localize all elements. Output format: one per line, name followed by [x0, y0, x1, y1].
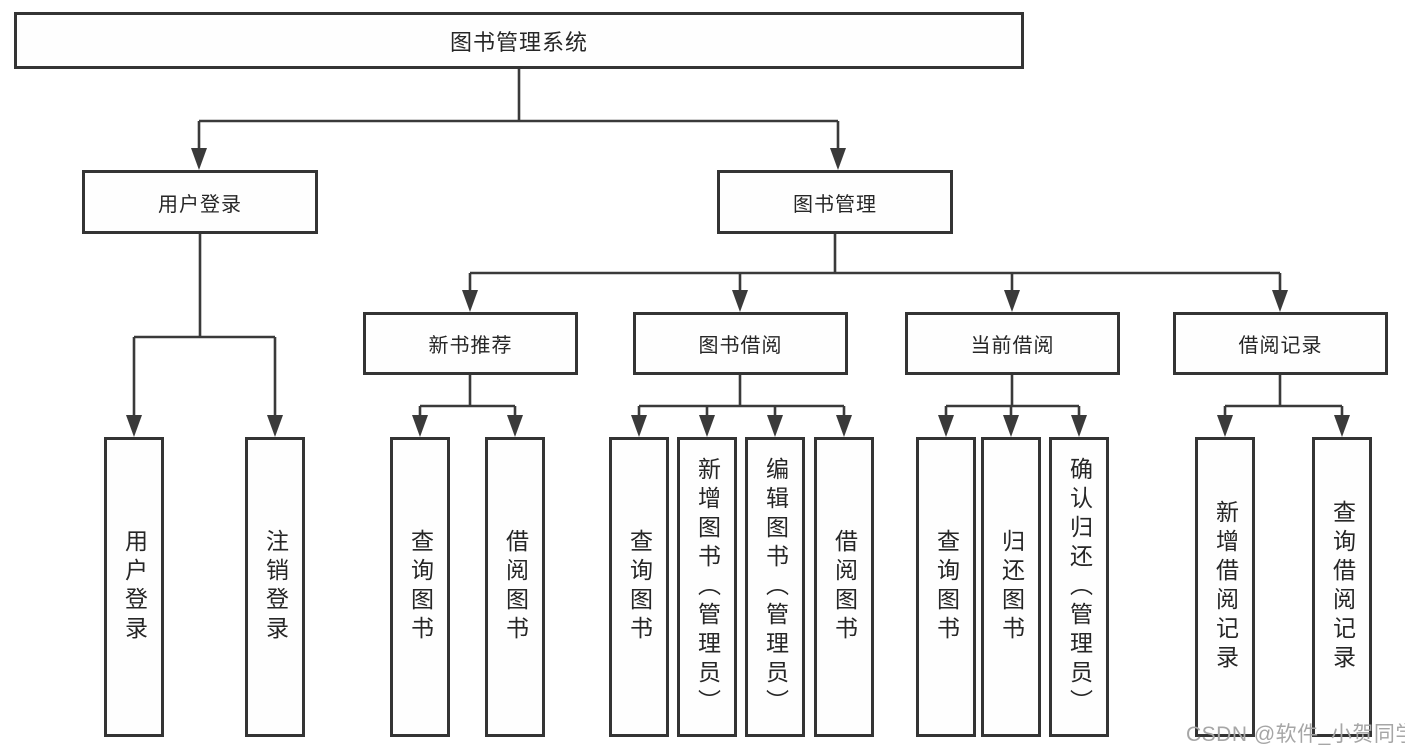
node-user-login: 用户登录 — [82, 170, 318, 234]
leaf-add-borrow-record-label: 新增借阅记录 — [1212, 500, 1239, 674]
arrowhead — [699, 415, 715, 437]
leaf-logout: 注销登录 — [245, 437, 305, 737]
arrowhead — [412, 415, 428, 437]
arrowhead — [767, 415, 783, 437]
arrowhead — [836, 415, 852, 437]
leaf-user-login: 用户登录 — [104, 437, 164, 737]
arrowhead — [1071, 415, 1087, 437]
connector-borrow-records — [1217, 375, 1350, 437]
leaf-query-books-current: 查询图书 — [916, 437, 976, 737]
node-current-borrow-label: 当前借阅 — [970, 335, 1055, 357]
node-book-borrow: 图书借阅 — [633, 312, 848, 375]
node-root-label: 图书管理系统 — [449, 29, 588, 55]
arrowhead — [1217, 415, 1233, 437]
arrowhead — [938, 415, 954, 437]
leaf-borrow-books-recommend: 借阅图书 — [485, 437, 545, 737]
node-current-borrow: 当前借阅 — [905, 312, 1120, 375]
leaf-query-books-borrow: 查询图书 — [609, 437, 669, 737]
node-user-login-label: 用户登录 — [158, 193, 242, 216]
csdn-watermark: CSDN @软件_小贺同学 — [1186, 723, 1405, 746]
node-borrow-records-label: 借阅记录 — [1238, 335, 1323, 357]
node-book-mgmt-label: 图书管理 — [793, 193, 877, 216]
leaf-query-books-recommend: 查询图书 — [390, 437, 450, 737]
leaf-add-books-admin: 新增图书（管理员） — [677, 437, 737, 737]
arrowhead — [732, 290, 748, 312]
leaf-add-borrow-record: 新增借阅记录 — [1195, 437, 1255, 737]
leaf-user-login-label: 用户登录 — [121, 529, 148, 645]
arrowhead — [631, 415, 647, 437]
leaf-return-books: 归还图书 — [981, 437, 1041, 737]
node-book-mgmt: 图书管理 — [717, 170, 953, 234]
connector-current-borrow — [938, 375, 1087, 437]
arrowhead — [1334, 415, 1350, 437]
arrowhead — [267, 415, 283, 437]
leaf-query-books-recommend-label: 查询图书 — [407, 529, 434, 645]
connector-book-borrow — [631, 375, 852, 437]
leaf-confirm-return-admin-label: 确认归还（管理员） — [1066, 456, 1093, 718]
arrowhead — [830, 148, 846, 170]
connector-user-login — [126, 234, 283, 437]
leaf-add-books-admin-label: 新增图书（管理员） — [694, 456, 721, 718]
arrowhead — [126, 415, 142, 437]
node-borrow-records: 借阅记录 — [1173, 312, 1388, 375]
leaf-confirm-return-admin: 确认归还（管理员） — [1049, 437, 1109, 737]
arrowhead — [1003, 415, 1019, 437]
leaf-edit-books-admin: 编辑图书（管理员） — [745, 437, 805, 737]
arrowhead — [1004, 290, 1020, 312]
leaf-borrow-books-label: 借阅图书 — [831, 529, 858, 645]
leaf-edit-books-admin-label: 编辑图书（管理员） — [762, 456, 789, 718]
node-root: 图书管理系统 — [14, 12, 1024, 69]
leaf-query-borrow-record: 查询借阅记录 — [1312, 437, 1372, 737]
leaf-borrow-books: 借阅图书 — [814, 437, 874, 737]
node-book-borrow-label: 图书借阅 — [698, 335, 783, 357]
leaf-query-books-current-label: 查询图书 — [933, 529, 960, 645]
node-new-books: 新书推荐 — [363, 312, 578, 375]
connector-book-mgmt — [462, 234, 1288, 312]
leaf-borrow-books-recommend-label: 借阅图书 — [502, 529, 529, 645]
leaf-query-books-borrow-label: 查询图书 — [626, 529, 653, 645]
arrowhead — [191, 148, 207, 170]
node-new-books-label: 新书推荐 — [428, 335, 513, 357]
arrowhead — [462, 290, 478, 312]
leaf-return-books-label: 归还图书 — [998, 529, 1025, 645]
arrowhead — [507, 415, 523, 437]
arrowhead — [1272, 290, 1288, 312]
leaf-query-borrow-record-label: 查询借阅记录 — [1329, 500, 1356, 674]
connector-new-books — [412, 375, 523, 437]
leaf-logout-label: 注销登录 — [262, 529, 289, 645]
connector-root — [191, 69, 846, 170]
